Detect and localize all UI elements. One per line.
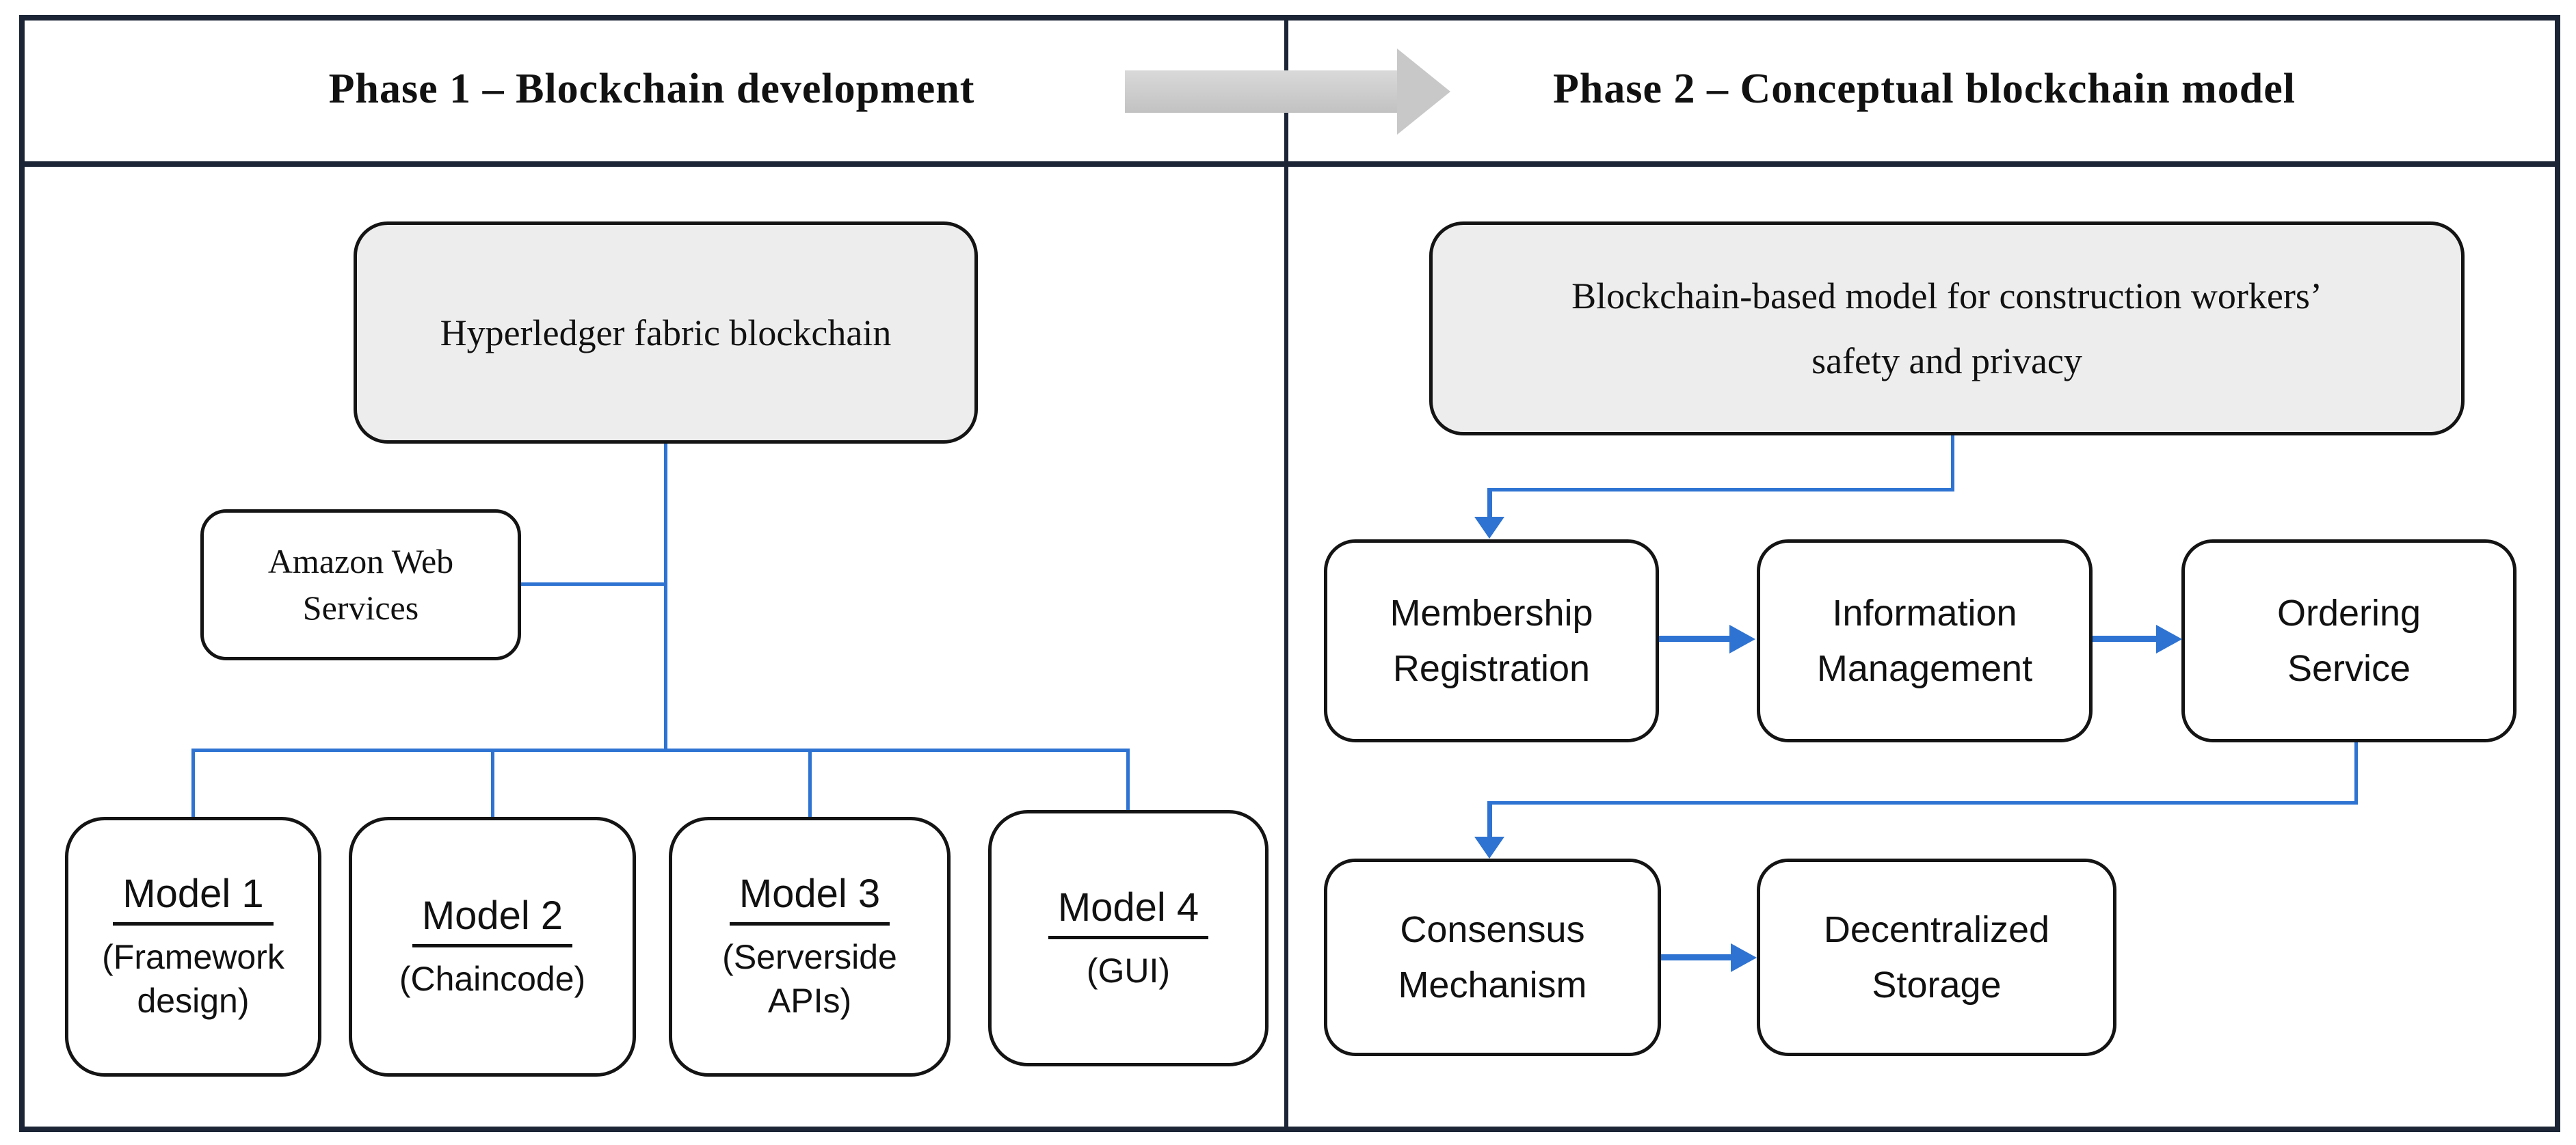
- model2-box: Model 2 (Chaincode): [349, 817, 636, 1077]
- information-management-label: Information Management: [1816, 592, 2033, 689]
- model4-subtitle: (GUI): [1086, 951, 1171, 990]
- decentralized-storage-label: Decentralized Storage: [1823, 908, 2050, 1006]
- phase-divider: [1284, 15, 1288, 1132]
- model4-title: Model 4: [1048, 885, 1209, 939]
- decentralized-storage-box: Decentralized Storage: [1757, 859, 2116, 1056]
- blockchain-model-box: Blockchain-based model for construction …: [1429, 221, 2465, 435]
- consensus-mechanism-label: Consensus Mechanism: [1398, 908, 1587, 1006]
- phase-transition-arrow-head-icon: [1397, 49, 1450, 135]
- phase2-header: Phase 2 – Conceptual blockchain model: [1288, 16, 2560, 161]
- arrow-down-membership-icon: [1474, 517, 1504, 539]
- model3-title: Model 3: [729, 871, 890, 926]
- phase1-title: Phase 1 – Blockchain development: [328, 65, 975, 112]
- phase2-title: Phase 2 – Conceptual blockchain model: [1553, 65, 2296, 112]
- model1-box: Model 1 (Framework design): [65, 817, 321, 1077]
- connector-aws-branch: [521, 582, 666, 586]
- connector-ordering-drop: [2354, 742, 2358, 805]
- information-management-box: Information Management: [1757, 539, 2093, 742]
- arrow-information-to-ordering-shaft: [2093, 636, 2156, 642]
- connector-drop-model3: [808, 749, 812, 817]
- phase1-header: Phase 1 – Blockchain development: [19, 16, 1284, 161]
- connector-root-elbow: [1488, 488, 1954, 491]
- header-separator: [19, 161, 2560, 167]
- ordering-service-label: Ordering Service: [2276, 592, 2421, 689]
- model4-box: Model 4 (GUI): [988, 810, 1269, 1066]
- hyperledger-label: Hyperledger fabric blockchain: [440, 312, 892, 353]
- connector-drop-model2: [491, 749, 494, 817]
- blockchain-model-label-line2: safety and privacy: [1811, 340, 2082, 381]
- model1-subtitle: (Framework design): [102, 938, 284, 1020]
- phase-transition-arrow: [1125, 70, 1398, 113]
- arrow-membership-to-information-shaft: [1659, 636, 1729, 642]
- aws-box: Amazon Web Services: [200, 509, 521, 660]
- hyperledger-box: Hyperledger fabric blockchain: [354, 221, 978, 444]
- arrow-right-storage-icon: [1731, 943, 1757, 972]
- connector-ordering-elbow: [1488, 801, 2358, 805]
- connector-root-drop: [1951, 435, 1954, 491]
- arrow-consensus-to-storage-shaft: [1661, 954, 1731, 960]
- arrow-right-ordering-icon: [2156, 625, 2182, 654]
- connector-models-bus: [191, 749, 1130, 752]
- connector-to-consensus-shaft: [1487, 801, 1492, 837]
- connector-drop-model4: [1126, 749, 1130, 810]
- membership-registration-box: Membership Registration: [1324, 539, 1659, 742]
- model3-subtitle: (Serverside APIs): [722, 938, 897, 1020]
- blockchain-model-label-line1: Blockchain-based model for construction …: [1571, 275, 2322, 316]
- model2-title: Model 2: [412, 893, 573, 947]
- connector-to-membership-shaft: [1487, 488, 1492, 517]
- connector-hyperledger-trunk: [664, 444, 667, 752]
- connector-drop-model1: [191, 749, 195, 817]
- membership-registration-label: Membership Registration: [1390, 592, 1593, 689]
- model2-subtitle: (Chaincode): [399, 960, 586, 998]
- arrow-right-information-icon: [1729, 625, 1755, 654]
- model3-box: Model 3 (Serverside APIs): [669, 817, 951, 1077]
- consensus-mechanism-box: Consensus Mechanism: [1324, 859, 1661, 1056]
- aws-label: Amazon Web Services: [267, 542, 454, 627]
- arrow-down-consensus-icon: [1474, 837, 1504, 859]
- ordering-service-box: Ordering Service: [2181, 539, 2517, 742]
- model1-title: Model 1: [113, 871, 274, 926]
